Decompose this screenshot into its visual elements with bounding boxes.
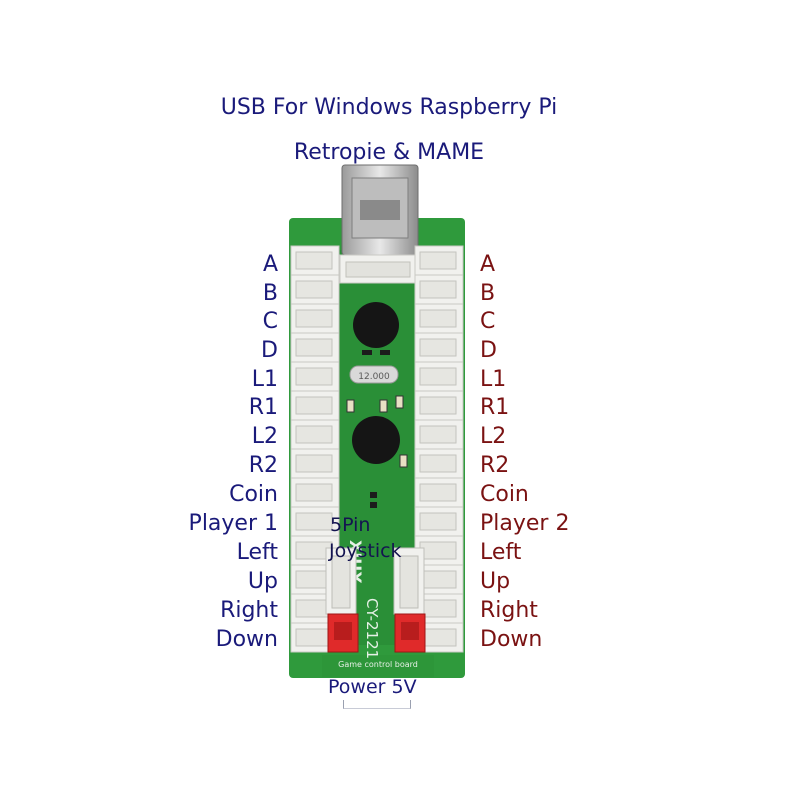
left-label-r2: R2	[248, 453, 278, 478]
joystick-label: Joystick	[329, 540, 402, 562]
left-label-r1: R1	[248, 395, 278, 420]
model-silkscreen: CY-2121	[363, 598, 381, 659]
right-label-down: Down	[480, 627, 543, 652]
power-connector-right	[394, 613, 426, 653]
title-line-2: Retropie & MAME	[293, 140, 485, 165]
ic-chip-icon	[353, 302, 399, 348]
left-label-up: Up	[247, 569, 278, 594]
title-line-1: USB For Windows Raspberry Pi	[220, 95, 558, 120]
right-label-left: Left	[480, 540, 522, 565]
left-label-player: Player 1	[188, 511, 278, 536]
right-label-c: C	[480, 309, 496, 334]
ic-chip-icon	[352, 416, 400, 464]
right-label-d: D	[480, 338, 497, 363]
left-label-a: A	[262, 252, 278, 277]
joystick-connector-right	[393, 547, 425, 615]
bottom-silkscreen: Game control board	[338, 660, 418, 669]
right-label-l2: L2	[480, 424, 507, 449]
right-label-r1: R1	[480, 395, 510, 420]
left-label-right: Right	[220, 598, 278, 623]
power-connector-left	[327, 613, 359, 653]
right-label-r2: R2	[480, 453, 510, 478]
right-label-l1: L1	[480, 367, 507, 392]
left-label-down: Down	[215, 627, 278, 652]
left-label-left: Left	[236, 540, 278, 565]
usb-b-port-icon	[341, 164, 419, 256]
right-label-player: Player 2	[480, 511, 570, 536]
joystick-connector-left	[325, 547, 357, 615]
right-label-a: A	[480, 252, 496, 277]
left-label-b: B	[262, 281, 278, 306]
left-label-l2: L2	[251, 424, 278, 449]
right-label-b: B	[480, 281, 496, 306]
left-label-l1: L1	[251, 367, 278, 392]
right-label-coin: Coin	[480, 482, 529, 507]
power-label: Power 5V	[328, 676, 417, 698]
left-label-coin: Coin	[229, 482, 278, 507]
right-label-up: Up	[480, 569, 511, 594]
pin-count-label: 5Pin	[330, 514, 371, 536]
left-label-c: C	[262, 309, 278, 334]
crystal-label: 12.000	[358, 372, 390, 382]
power-bracket	[343, 700, 411, 709]
left-label-d: D	[261, 338, 278, 363]
crystal-oscillator-icon: 12.000	[349, 365, 399, 384]
right-label-right: Right	[480, 598, 538, 623]
